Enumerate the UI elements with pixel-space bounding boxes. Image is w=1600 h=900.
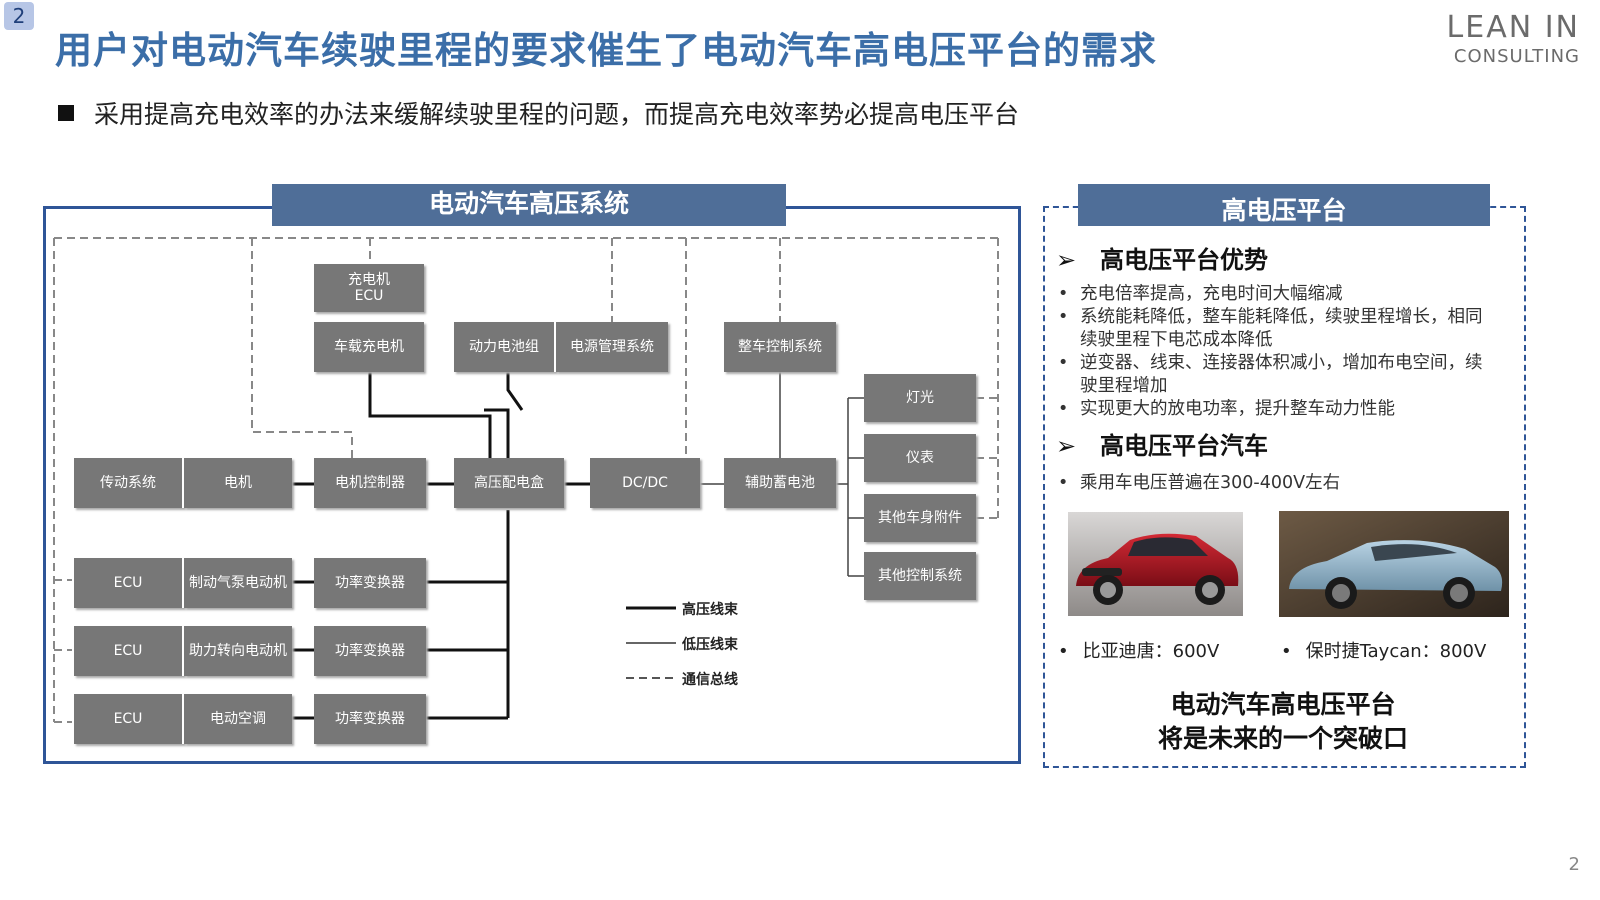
node-brake-pump-motor: 制动气泵电动机 bbox=[184, 558, 292, 608]
node-power-converter-2: 功率变换器 bbox=[314, 626, 426, 676]
section-advantages-text: 高电压平台优势 bbox=[1100, 246, 1268, 274]
logo: LEAN IN CONSULTING bbox=[1447, 10, 1580, 68]
node-motor-controller: 电机控制器 bbox=[314, 458, 426, 508]
hv-cars-list: 乘用车电压普遍在300-400V左右 bbox=[1058, 472, 1498, 495]
taycan-caption-text: 保时捷Taycan：800V bbox=[1305, 641, 1487, 662]
arrow-bullet-icon: ➢ bbox=[1056, 432, 1077, 460]
node-aux-battery: 辅助蓄电池 bbox=[724, 458, 836, 508]
conclusion-line1: 电动汽车高电压平台 bbox=[1170, 690, 1396, 719]
node-motor: 电机 bbox=[184, 458, 292, 508]
list-item: 实现更大的放电功率，提升整车动力性能 bbox=[1058, 398, 1498, 421]
byd-tang-car-image bbox=[1068, 512, 1243, 616]
subtitle-text: 采用提高充电效率的办法来缓解续驶里程的问题，而提高充电效率势必提高电压平台 bbox=[94, 100, 1020, 129]
list-item: 乘用车电压普遍在300-400V左右 bbox=[1058, 472, 1498, 495]
node-ecu-2: ECU bbox=[74, 626, 184, 676]
node-bms: 电源管理系统 bbox=[556, 322, 668, 372]
node-electric-ac: 电动空调 bbox=[184, 694, 292, 744]
conclusion: 电动汽车高电压平台 将是未来的一个突破口 bbox=[1043, 688, 1523, 756]
porsche-taycan-car-image bbox=[1279, 511, 1509, 617]
node-charger-ecu: 充电机 ECU bbox=[314, 264, 424, 312]
hv-system-header: 电动汽车高压系统 bbox=[272, 184, 786, 226]
node-onboard-charger: 车载充电机 bbox=[314, 322, 424, 372]
list-item: 充电倍率提高，充电时间大幅缩减 bbox=[1058, 283, 1498, 306]
node-battery-pack: 动力电池组 bbox=[454, 322, 556, 372]
node-meter: 仪表 bbox=[864, 434, 976, 482]
node-light: 灯光 bbox=[864, 374, 976, 422]
bullet-dot-icon: • bbox=[1058, 641, 1069, 662]
bullet-dot-icon: • bbox=[1281, 641, 1292, 662]
node-dcdc: DC/DC bbox=[590, 458, 700, 508]
page-title: 用户对电动汽车续驶里程的要求催生了电动汽车高电压平台的需求 bbox=[55, 29, 1157, 72]
logo-line2: CONSULTING bbox=[1453, 46, 1580, 67]
node-ecu-3: ECU bbox=[74, 694, 184, 744]
node-other-control: 其他控制系统 bbox=[864, 552, 976, 600]
node-drive-system: 传动系统 bbox=[74, 458, 184, 508]
subtitle: 采用提高充电效率的办法来缓解续驶里程的问题，而提高充电效率势必提高电压平台 bbox=[58, 95, 1019, 131]
node-power-converter-1: 功率变换器 bbox=[314, 558, 426, 608]
node-hv-distribution-box: 高压配电盒 bbox=[454, 458, 564, 508]
legend-hv-label: 高压线束 bbox=[682, 602, 738, 618]
arrow-bullet-icon: ➢ bbox=[1056, 246, 1077, 274]
list-item: 系统能耗降低，整车能耗降低，续驶里程增长，相同续驶里程下电芯成本降低 bbox=[1058, 306, 1498, 352]
byd-tang-caption: • 比亚迪唐：600V bbox=[1058, 637, 1219, 663]
byd-tang-caption-text: 比亚迪唐：600V bbox=[1082, 641, 1220, 662]
node-power-converter-3: 功率变换器 bbox=[314, 694, 426, 744]
legend-bus-label: 通信总线 bbox=[682, 672, 738, 688]
legend-lv-label: 低压线束 bbox=[682, 637, 738, 653]
logo-line1: LEAN IN bbox=[1446, 10, 1580, 45]
node-vcu: 整车控制系统 bbox=[724, 322, 836, 372]
section-hv-cars-text: 高电压平台汽车 bbox=[1100, 432, 1268, 460]
taycan-caption: • 保时捷Taycan：800V bbox=[1281, 637, 1486, 663]
section-hv-cars-title: ➢ 高电压平台汽车 bbox=[1056, 426, 1268, 461]
conclusion-line2: 将是未来的一个突破口 bbox=[1157, 724, 1408, 753]
node-body-accessories: 其他车身附件 bbox=[864, 494, 976, 542]
square-bullet-icon bbox=[58, 105, 74, 121]
section-advantages-title: ➢ 高电压平台优势 bbox=[1056, 240, 1268, 275]
node-ecu-1: ECU bbox=[74, 558, 184, 608]
page-number: 2 bbox=[1568, 854, 1580, 875]
list-item: 逆变器、线束、连接器体积减小，增加布电空间，续驶里程增加 bbox=[1058, 352, 1498, 398]
slide-number-badge: 2 bbox=[4, 2, 34, 30]
node-steering-motor: 助力转向电动机 bbox=[184, 626, 292, 676]
advantages-list: 充电倍率提高，充电时间大幅缩减 系统能耗降低，整车能耗降低，续驶里程增长，相同续… bbox=[1058, 283, 1498, 421]
hv-platform-header: 高电压平台 bbox=[1078, 184, 1490, 226]
